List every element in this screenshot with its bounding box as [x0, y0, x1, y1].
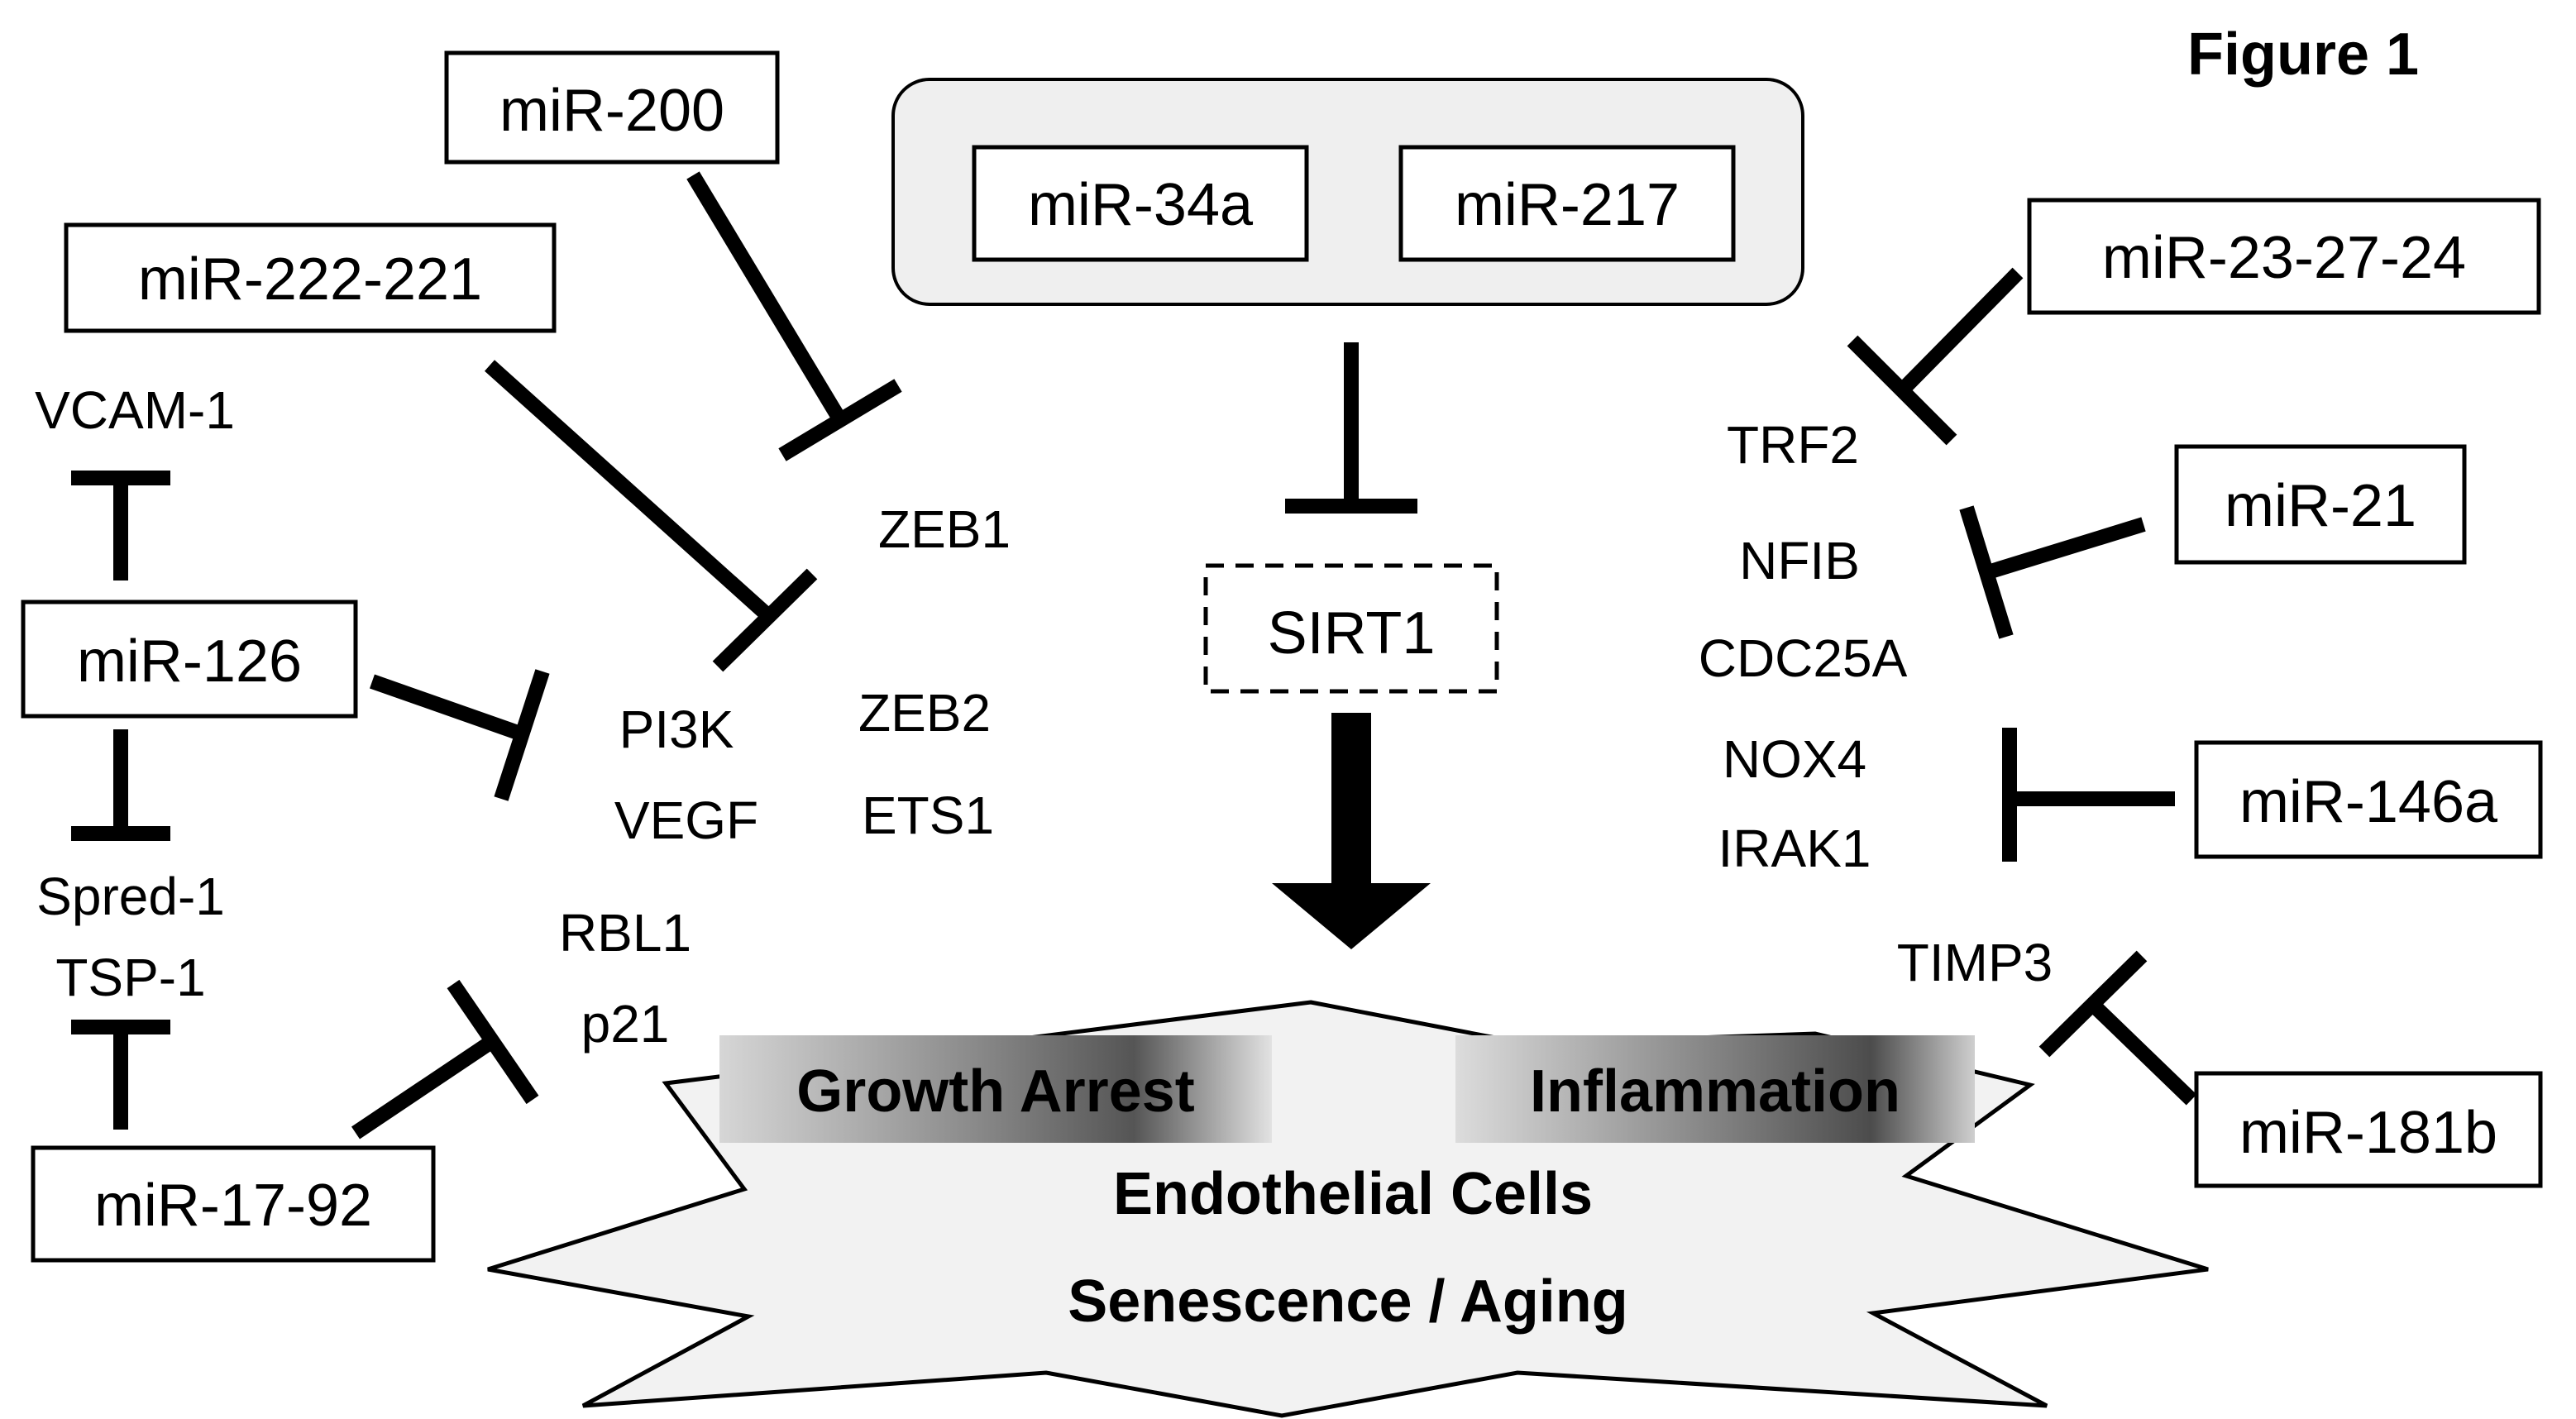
target-nfib: NFIB: [1739, 531, 1860, 590]
outcome-line-1: Endothelial Cells: [1113, 1161, 1593, 1227]
mir-23-27-24-label: miR-23-27-24: [2102, 225, 2466, 291]
mir-200-box: [444, 50, 780, 165]
outcome-line-2: Senescence / Aging: [1068, 1268, 1628, 1335]
mir-200-inhibits-zeb: [686, 171, 902, 461]
target-irak1: IRAK1: [1718, 819, 1871, 878]
mir-17-92-box: [31, 1145, 436, 1263]
mir-23-27-24-box: [2027, 198, 2541, 315]
mir-146a-inhibits-nox4-irak1: [2002, 728, 2175, 862]
mir-17-92-label: miR-17-92: [94, 1173, 372, 1239]
target-pi3k: PI3K: [619, 700, 734, 759]
mir-146a-label: miR-146a: [2239, 769, 2498, 835]
target-spred-1: Spred-1: [36, 867, 225, 926]
target-zeb1: ZEB1: [878, 499, 1011, 559]
mir-217-label: miR-217: [1455, 172, 1680, 238]
target-timp3: TIMP3: [1897, 933, 2053, 992]
mir-126-label: miR-126: [77, 628, 302, 695]
target-ets1: ETS1: [862, 786, 994, 845]
target-trf2: TRF2: [1727, 415, 1859, 475]
mir-34a-label: miR-34a: [1028, 172, 1254, 238]
sirt1-label: SIRT1: [1268, 600, 1436, 666]
mir-17-92-inhibits-rbl1-p21: [351, 979, 539, 1140]
sirt1-box: [1203, 563, 1499, 694]
mir-126-inhibits-pi3k-vegf: [370, 669, 550, 801]
target-vcam-1: VCAM-1: [35, 380, 235, 440]
mir-126-inhibits-vcam-1: [71, 471, 170, 580]
mir-181b-label: miR-181b: [2239, 1100, 2497, 1166]
mir-222-221-label: miR-222-221: [138, 246, 482, 313]
target-zeb2: ZEB2: [858, 683, 991, 743]
mir-146a-box: [2194, 740, 2543, 859]
mir-217-box: [1398, 145, 1736, 262]
mir-126-box: [21, 600, 358, 719]
target-nox4: NOX4: [1723, 729, 1866, 789]
mir-181b-box: [2194, 1071, 2543, 1188]
target-p21: p21: [581, 994, 670, 1054]
figure-label: Figure 1: [2187, 22, 2419, 88]
mir-21-inhibits-nfib-cdc25a: [1959, 505, 2146, 639]
target-cdc25a: CDC25A: [1699, 628, 1908, 688]
mir-222-221-box: [64, 222, 557, 333]
sirt1-arrow: [1272, 713, 1431, 949]
target-vegf: VEGF: [614, 791, 758, 850]
inflammation-bar: [1455, 1035, 1975, 1143]
inflammation-label: Inflammation: [1530, 1058, 1900, 1125]
mir-34a-box: [972, 145, 1309, 262]
target-rbl1: RBL1: [559, 903, 691, 963]
growth-arrest-label: Growth Arrest: [796, 1058, 1194, 1125]
target-tsp-1: TSP-1: [55, 948, 205, 1007]
mir-126-inhibits-spred-1: [71, 729, 170, 841]
mir-222-221-inhibits-pi3k: [484, 360, 818, 672]
mir-17-92-inhibits-tsp-1: [71, 1020, 170, 1130]
mir-21-box: [2174, 444, 2467, 565]
mir-23-27-24-inhibits-trf2: [1847, 267, 2024, 446]
mir-181b-inhibits-timp3: [2038, 950, 2197, 1106]
mir-200-label: miR-200: [499, 78, 724, 144]
mir-21-label: miR-21: [2225, 473, 2416, 539]
growth-arrest-bar: [719, 1035, 1272, 1143]
cluster-inhibits-sirt1: [1285, 342, 1417, 514]
